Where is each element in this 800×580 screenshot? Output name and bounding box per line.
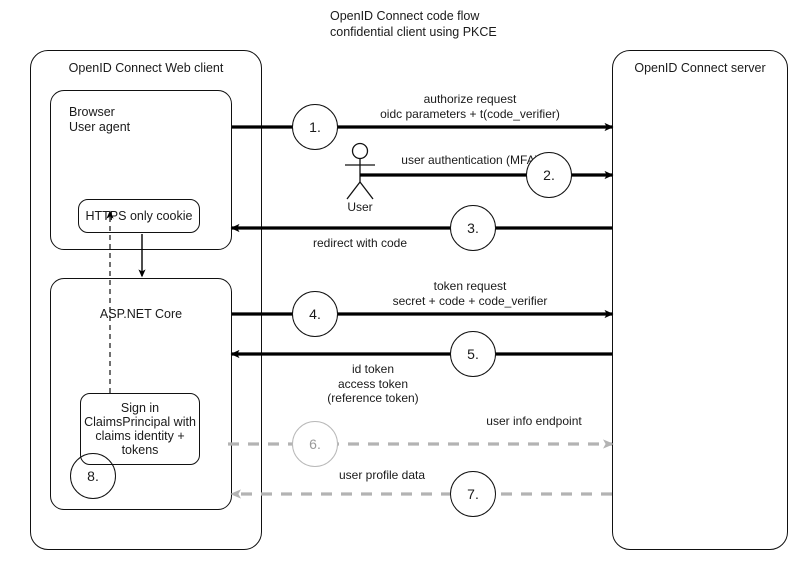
arrow-label-step-3: redirect with code [312,236,408,250]
step-circle-6[interactable]: 6. [292,421,338,467]
container-server-label: OpenID Connect server [634,61,766,75]
container-aspnet-core: ASP.NET Core [50,278,232,510]
step-circle-3[interactable]: 3. [450,205,496,251]
arrow-label-step-7: user profile data [338,468,426,482]
step-circle-5[interactable]: 5. [450,331,496,377]
step-circle-4[interactable]: 4. [292,291,338,337]
step-circle-3-number: 3. [467,220,479,236]
diagram-title: OpenID Connect code flow confidential cl… [330,9,497,39]
step-circle-4-number: 4. [309,306,321,322]
container-browser-user-agent: Browser User agent [50,90,232,250]
step-circle-2-number: 2. [543,167,555,183]
arrow-label-step-1: authorize request oidc parameters + t(co… [380,92,560,121]
step-circle-7-number: 7. [467,486,479,502]
step-circle-7[interactable]: 7. [450,471,496,517]
user-actor [338,142,382,204]
arrow-label-step-2: user authentication (MFA) [401,153,539,167]
container-openid-connect-server: OpenID Connect server [612,50,788,550]
step-circle-5-number: 5. [467,346,479,362]
container-client-label: OpenID Connect Web client [68,61,224,75]
node-https-only-cookie-label: HTTPS only cookie [85,208,193,223]
step-circle-6-number: 6. [309,436,321,452]
step-circle-8-number: 8. [87,468,99,484]
user-stick-figure-icon [345,142,375,200]
container-aspnet-label: ASP.NET Core [99,307,183,321]
step-circle-8[interactable]: 8. [70,453,116,499]
arrow-label-step-4: token request secret + code + code_verif… [392,279,548,308]
arrow-label-step-5: id token access token (reference token) [327,362,419,405]
step-circle-1-number: 1. [309,119,321,135]
arrow-label-step-6: user info endpoint [486,414,582,428]
container-openid-connect-web-client: OpenID Connect Web client [30,50,262,550]
container-browser-label: Browser User agent [69,105,131,134]
user-actor-label: User [347,200,373,214]
step-circle-1[interactable]: 1. [292,104,338,150]
step-circle-2[interactable]: 2. [526,152,572,198]
node-sign-in-label: Sign in ClaimsPrincipal with claims iden… [84,401,196,457]
node-https-only-cookie: HTTPS only cookie [78,199,200,233]
node-sign-in-claims-principal: Sign in ClaimsPrincipal with claims iden… [80,393,200,465]
